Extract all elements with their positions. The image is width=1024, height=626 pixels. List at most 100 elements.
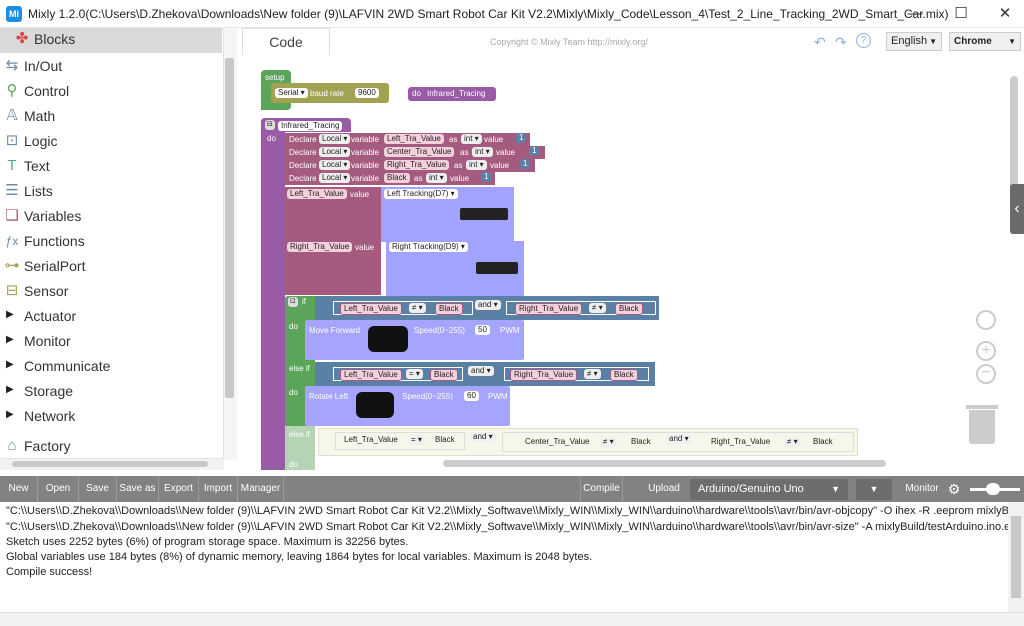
upload-button[interactable]: Upload (648, 483, 680, 494)
compare-right-var[interactable]: Black (610, 369, 638, 381)
import-button[interactable]: Import (199, 476, 238, 502)
workspace-vertical-scroll-thumb[interactable] (1010, 76, 1018, 196)
board-select[interactable]: Arduino/Genuino Uno▼ (690, 479, 848, 500)
sidebar-item-monitor[interactable]: ▶ Monitor (0, 330, 222, 355)
redo-icon[interactable]: ↷ (835, 34, 847, 50)
compare-left-var[interactable]: Center_Tra_Value (525, 437, 590, 446)
help-icon[interactable]: ? (856, 33, 871, 48)
function-name-field[interactable]: Infrared_Tracing (278, 121, 343, 131)
function-definition-block[interactable] (261, 118, 285, 470)
speed-field[interactable]: 50 (475, 325, 490, 335)
sidebar-item-control[interactable]: ⚲ Control (0, 80, 222, 105)
number-field[interactable]: 1 (516, 133, 527, 143)
operator-value: ≠ (592, 303, 597, 312)
compare-right-var[interactable]: Black (430, 369, 458, 381)
zoom-out-icon[interactable]: − (976, 364, 996, 384)
control-icon: ⚲ (6, 82, 18, 99)
maximize-button[interactable]: ☐ (954, 5, 968, 22)
sidebar-item-lists[interactable]: ☰ Lists (0, 180, 222, 205)
close-button[interactable]: ✕ (998, 5, 1012, 22)
gear-icon[interactable]: ⊡ (288, 297, 298, 307)
open-button[interactable]: Open (38, 476, 79, 502)
trash-icon[interactable] (969, 410, 995, 444)
sidebar-vertical-scroll-thumb[interactable] (225, 58, 234, 398)
compare-left-var[interactable]: Right_Tra_Value (515, 303, 583, 315)
workspace-horizontal-scroll-thumb[interactable] (443, 460, 886, 467)
type-dropdown: int ▾ (466, 160, 487, 170)
number-field[interactable]: 1 (520, 159, 531, 169)
sidebar-item-logic[interactable]: ⊡ Logic (0, 130, 222, 155)
sidebar-item-factory[interactable]: ⌂ Factory (0, 435, 222, 458)
tab-code[interactable]: Code (242, 28, 330, 55)
speed-field[interactable]: 60 (464, 391, 479, 401)
zoom-slider-handle[interactable] (986, 483, 1000, 495)
export-button[interactable]: Export (159, 476, 199, 502)
number-field[interactable]: 1 (529, 146, 540, 156)
compare-left-var[interactable]: Left_Tra_Value (340, 369, 402, 381)
console-line: Sketch uses 2252 bytes (6%) of program s… (6, 536, 409, 548)
sidebar-item-label: Actuator (24, 308, 77, 324)
sidebar-item-blocks[interactable]: ✤ Blocks (0, 28, 222, 53)
console-vertical-scroll-thumb[interactable] (1011, 516, 1021, 598)
function-do-label: do (267, 134, 276, 143)
operator-dropdown: ≠ ▾ (784, 437, 801, 447)
variable-name-field[interactable]: Center_Tra_Value (384, 147, 455, 157)
compare-left-var[interactable]: Left_Tra_Value (344, 435, 398, 444)
sidebar-item-text[interactable]: T Text (0, 155, 222, 180)
sidebar-item-inout[interactable]: ⇆ In/Out (0, 55, 222, 80)
variable-name-field[interactable]: Left_Tra_Value (384, 134, 444, 144)
function-call-block[interactable] (408, 87, 496, 101)
if-label: if (302, 297, 306, 306)
sidebar-item-actuator[interactable]: ▶ Actuator (0, 305, 222, 330)
serial-dropdown[interactable]: Serial ▾ (275, 88, 308, 98)
sidebar-item-communicate[interactable]: ▶ Communicate (0, 355, 222, 380)
variable-name-field[interactable]: Right_Tra_Value (384, 160, 450, 170)
sidebar-item-label: Control (24, 83, 70, 99)
compile-button[interactable]: Compile (580, 476, 623, 502)
language-select[interactable]: English▼ (886, 32, 942, 51)
number-field[interactable]: 1 (481, 172, 492, 182)
compare-left-var[interactable]: Left_Tra_Value (340, 303, 402, 315)
collapse-icon[interactable]: ⊟ (265, 120, 275, 130)
assign-block[interactable] (285, 187, 381, 295)
save-button[interactable]: Save (79, 476, 117, 502)
sidebar-item-serialport[interactable]: ⊶ SerialPort (0, 255, 222, 280)
assign-variable-name[interactable]: Left_Tra_Value (287, 189, 347, 199)
undo-icon[interactable]: ↶ (814, 34, 826, 50)
save-as-button[interactable]: Save as (117, 476, 159, 502)
sidebar-item-functions[interactable]: ƒx Functions (0, 230, 222, 255)
assign-variable-name[interactable]: Right_Tra_Value (287, 242, 353, 252)
sidebar-item-math[interactable]: 𝔸 Math (0, 105, 222, 130)
sensor-dropdown: Right Tracking(D9) ▾ (389, 242, 468, 252)
zoom-in-icon[interactable]: + (976, 341, 996, 361)
port-select[interactable]: ▼ (856, 479, 892, 500)
chevron-left-icon[interactable]: ‹ (1010, 184, 1024, 234)
compare-left-var[interactable]: Right_Tra_Value (711, 437, 771, 446)
monitor-button[interactable]: Monitor (905, 483, 939, 494)
sidebar-item-sensor[interactable]: ⊟ Sensor (0, 280, 222, 305)
sidebar-horizontal-scroll-thumb[interactable] (12, 461, 208, 467)
variable-name-field[interactable]: Black (384, 173, 410, 183)
compare-left-var[interactable]: Right_Tra_Value (510, 369, 578, 381)
arrow-right-icon: ▶ (6, 309, 14, 320)
sidebar-item-variables[interactable]: ❏ Variables (0, 205, 222, 230)
compare-right-var[interactable]: Black (435, 435, 455, 444)
center-target-icon[interactable] (976, 310, 996, 330)
new-button[interactable]: New (0, 476, 38, 502)
arrow-right-icon: ▶ (6, 334, 14, 345)
compare-right-var[interactable]: Black (813, 437, 833, 446)
baud-rate-field[interactable]: 9600 (355, 88, 379, 98)
theme-select[interactable]: Chrome▼ (949, 32, 1021, 51)
assign-value-label: value (350, 190, 370, 199)
compare-right-var[interactable]: Black (615, 303, 643, 315)
compare-right-var[interactable]: Black (435, 303, 463, 315)
compare-right-var[interactable]: Black (631, 437, 651, 446)
settings-gear-icon[interactable]: ⚙ (947, 481, 961, 497)
manager-button[interactable]: Manager (238, 476, 284, 502)
sidebar-item-network[interactable]: ▶ Network (0, 405, 222, 430)
minimize-button[interactable]: — (907, 5, 923, 22)
block-workspace[interactable]: setup Serial ▾ baud rate 9600 do Infrare… (238, 56, 1024, 470)
console-horizontal-scrollbar[interactable] (0, 612, 1024, 626)
sidebar-item-label: Lists (24, 183, 53, 199)
sidebar-item-storage[interactable]: ▶ Storage (0, 380, 222, 405)
